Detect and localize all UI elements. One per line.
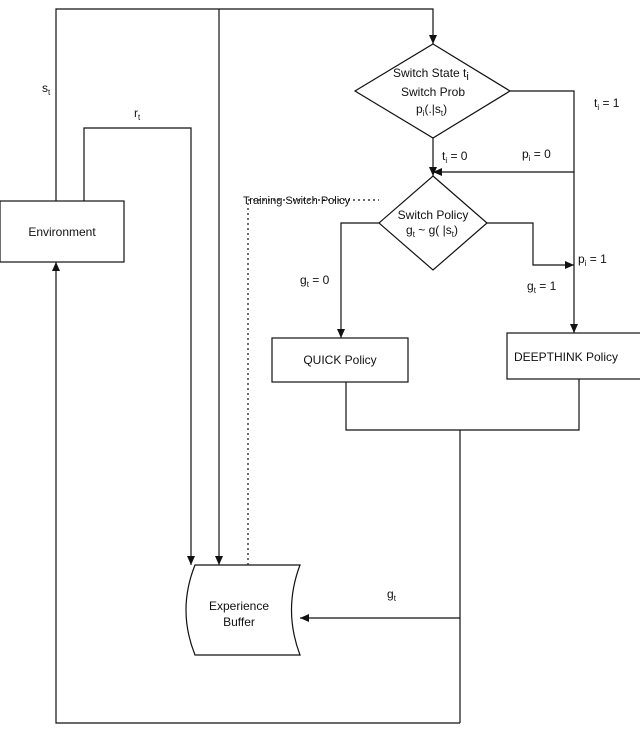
label-ti-0: ti = 0 bbox=[442, 149, 468, 165]
edge-action-to-env bbox=[52, 262, 460, 724]
label-pi-1: pi = 1 bbox=[578, 252, 607, 268]
label-r-t: rt bbox=[134, 106, 141, 122]
edge-gt1 bbox=[487, 222, 574, 269]
experience-buffer-shape[interactable] bbox=[185, 564, 301, 656]
buffer-label-2: Buffer bbox=[223, 615, 255, 629]
label-pi-0: pi = 0 bbox=[522, 147, 551, 163]
switch-policy-diamond[interactable] bbox=[378, 175, 488, 271]
switch-prob-formula: pi(.|st) bbox=[416, 102, 447, 118]
switch-state-label: Switch State ti bbox=[393, 66, 469, 83]
label-s-t: st bbox=[42, 81, 51, 97]
quick-policy-box[interactable] bbox=[271, 337, 409, 383]
label-g-t: gt bbox=[387, 587, 397, 603]
label-ti-1: ti = 1 bbox=[594, 96, 620, 112]
edge-ti1 bbox=[510, 90, 578, 333]
label-gt-1: gt = 1 bbox=[527, 279, 557, 295]
switch-policy-formula: gt ~ g( |st) bbox=[406, 223, 458, 239]
deepthink-policy-label: DEEPTHINK Policy bbox=[514, 350, 618, 364]
edge-training-dotted bbox=[247, 199, 379, 565]
buffer-label-1: Experience bbox=[209, 599, 269, 613]
deepthink-policy-box[interactable] bbox=[506, 332, 640, 380]
environment-box[interactable] bbox=[0, 200, 125, 263]
switch-prob-label: Switch Prob bbox=[401, 85, 465, 99]
edge-policy-merge bbox=[345, 379, 580, 431]
edge-gt0 bbox=[337, 222, 379, 338]
environment-label: Environment bbox=[28, 225, 96, 239]
edge-state-to-switch bbox=[55, 8, 437, 201]
label-gt-0: gt = 0 bbox=[300, 273, 330, 289]
switch-policy-label: Switch Policy bbox=[398, 208, 469, 222]
edge-reward-to-buffer bbox=[83, 127, 195, 565]
quick-policy-label: QUICK Policy bbox=[303, 353, 376, 367]
label-training-switch-policy: Training Switch Policy bbox=[243, 195, 351, 207]
